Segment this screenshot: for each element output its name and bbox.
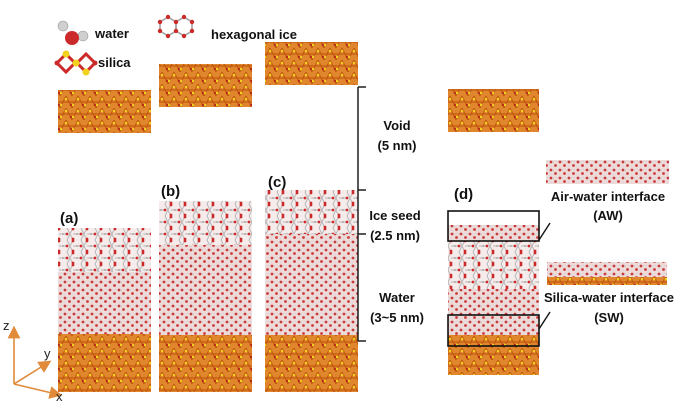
silica-slab-d-top xyxy=(448,89,539,132)
legend-silica-label: silica xyxy=(98,55,131,70)
silica-slab-b-top xyxy=(159,64,252,107)
panel-d-stack xyxy=(448,225,539,375)
silica-icon xyxy=(54,50,98,76)
sw-abbrev-label: (SW) xyxy=(594,310,624,325)
aw-highlight-box xyxy=(447,210,540,242)
sw-interface-image xyxy=(547,262,667,285)
axis-z-label: z xyxy=(3,318,10,333)
water-region-label: Water xyxy=(379,290,415,305)
panel-label-c: (c) xyxy=(268,174,286,191)
panel-label-a: (a) xyxy=(60,210,78,227)
panel-label-b: (b) xyxy=(161,183,180,200)
legend-water-label: water xyxy=(94,26,129,41)
void-label: Void xyxy=(383,118,410,133)
aw-interface-label: Air-water interface xyxy=(551,189,665,204)
water-molecule-icon xyxy=(57,20,89,45)
coordinate-axes xyxy=(7,325,63,399)
sw-connector xyxy=(538,311,551,330)
hexagonal-ice-icon xyxy=(157,14,195,39)
ice-seed-label: Ice seed xyxy=(369,208,420,223)
sw-interface-label: Silica-water interface xyxy=(544,290,674,305)
water-region-size-label: (3~5 nm) xyxy=(370,310,424,325)
silica-slab-a-top xyxy=(58,90,151,133)
aw-interface-image xyxy=(546,160,669,184)
aw-connector xyxy=(538,222,551,241)
dimension-bar xyxy=(357,86,366,342)
panel-c-stack xyxy=(265,190,358,392)
panel-label-d: (d) xyxy=(454,186,473,203)
silica-slab-c-top xyxy=(265,42,358,85)
ice-seed-size-label: (2.5 nm) xyxy=(370,228,420,243)
void-size-label: (5 nm) xyxy=(378,138,417,153)
panel-a-stack xyxy=(58,228,151,392)
sw-highlight-box xyxy=(447,314,540,347)
aw-abbrev-label: (AW) xyxy=(593,208,623,223)
panel-b-stack xyxy=(159,201,252,392)
axis-x-label: x xyxy=(56,389,63,402)
legend-ice-label: hexagonal ice xyxy=(211,27,297,42)
axis-y-label: y xyxy=(44,346,51,361)
